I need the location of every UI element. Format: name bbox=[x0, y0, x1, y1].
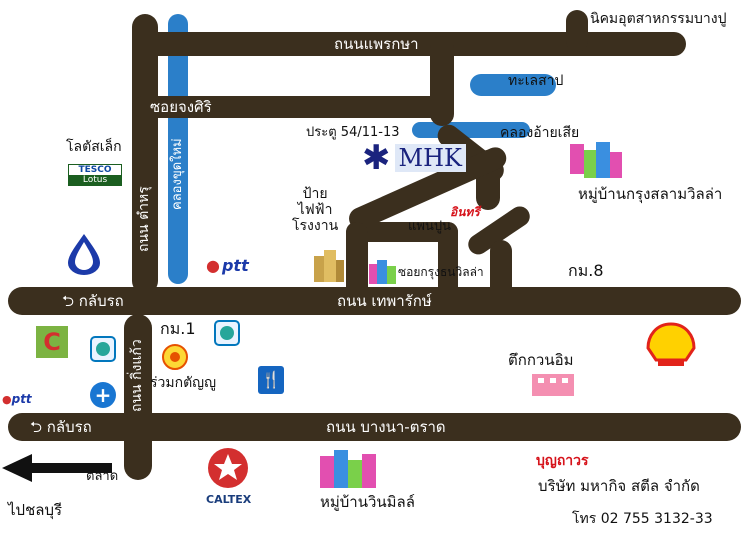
road-label-soi-chongsiri: ซอยจงศิริ bbox=[150, 98, 212, 116]
canal-khlong-chuk-mai bbox=[168, 14, 188, 284]
label-market: ตลาด bbox=[86, 469, 119, 484]
u-turn-icon: ⮌ bbox=[30, 418, 43, 436]
label-khlong-ai-sia: คลองอ้ายเสีย bbox=[500, 125, 580, 141]
building-icon bbox=[318, 448, 380, 492]
label-lotus-small: โลตัสเล็ก bbox=[66, 139, 122, 155]
ptt-logo-left: ● ptt bbox=[2, 392, 32, 406]
road-label-bangna-trat: ถนน บางนา-ตราด bbox=[326, 418, 446, 436]
road-soi-krungthon-upper bbox=[346, 222, 458, 242]
fuel-drop-icon bbox=[66, 232, 102, 276]
road-label-phraeksa: ถนนแพรกษา bbox=[334, 35, 419, 53]
road-bangna-trat bbox=[8, 413, 741, 441]
road-phraeksa bbox=[132, 32, 686, 56]
label-industrial-estate: นิคมอุตสาหกรรมบางปู bbox=[590, 11, 727, 27]
star-marker-icon: ✱ bbox=[362, 138, 391, 178]
label-ruam-katanyu: ร่วมกตัญญู bbox=[150, 375, 217, 391]
label-tuk-kuan-im: ตึกกวนอิม bbox=[508, 351, 574, 369]
label-krung-salam-villa: หมู่บ้านกรุงสลามวิลล่า bbox=[578, 185, 723, 203]
building-icon bbox=[530, 372, 576, 398]
restaurant-icon: 🍴 bbox=[258, 366, 284, 394]
road-label-tamru: ถนน ตำหรุ bbox=[136, 186, 152, 252]
label-win-mill-village: หมู่บ้านวินมิลล์ bbox=[320, 493, 415, 511]
road-soi-krungthon-right bbox=[438, 222, 458, 298]
road-label-king-kaew: ถนน กิ่งแก้ว bbox=[129, 339, 145, 412]
label-km1: กม.1 bbox=[160, 319, 196, 338]
label-km8: กม.8 bbox=[568, 261, 604, 280]
road-king-kaew-vertical bbox=[124, 314, 152, 480]
big-c-logo: C bbox=[36, 326, 68, 358]
mhk-brand: ✱ MHK bbox=[362, 138, 466, 178]
u-turn-icon: ⮌ bbox=[62, 292, 75, 310]
label-soi-krungthon-villa: ซอยกรุงธนวิลล่า bbox=[398, 265, 484, 279]
label-phan-pun: แพนปูน bbox=[408, 219, 451, 234]
road-east-branch-down bbox=[490, 240, 512, 298]
emblem-icon bbox=[162, 344, 188, 370]
road-industrial-spur bbox=[566, 10, 588, 52]
road-soi-krungthon-left bbox=[346, 222, 368, 298]
u-turn-top: ⮌ กลับรถ bbox=[62, 292, 124, 310]
arrow-left-icon bbox=[2, 454, 114, 482]
ptt-logo-top: ● ptt bbox=[206, 256, 249, 275]
canal-label-khlong-chuk-mai: คลองขุดใหม่ bbox=[170, 138, 185, 210]
caltex-logo bbox=[206, 446, 250, 490]
label-inseee: อินทรี bbox=[450, 205, 480, 219]
label-lake: ทะเลสาป bbox=[508, 73, 564, 89]
road-tamru-vertical bbox=[132, 14, 158, 294]
lake bbox=[470, 74, 556, 96]
fuel-drop-icon bbox=[214, 320, 240, 346]
label-gate: ประตู 54/11-13 bbox=[306, 125, 400, 140]
fuel-drop-icon: ● bbox=[206, 256, 220, 275]
building-icon bbox=[368, 258, 398, 284]
label-caltex: CALTEX bbox=[206, 493, 252, 506]
building-icon bbox=[568, 138, 624, 182]
label-boonthavorn: บุญถาวร bbox=[536, 453, 589, 469]
fuel-drop-icon bbox=[90, 336, 116, 362]
label-chonburi: ไปชลบุรี bbox=[8, 501, 63, 519]
building-icon bbox=[310, 246, 346, 282]
fuel-drop-icon: ● bbox=[2, 392, 12, 406]
road-label-thepharak: ถนน เทพารักษ์ bbox=[337, 292, 432, 310]
road-soi-chongsiri bbox=[132, 96, 442, 118]
tesco-lotus-logo: TESCO Lotus bbox=[68, 164, 122, 186]
label-power-station: ป้าย ไฟฟ้า โรงงาน bbox=[292, 186, 339, 235]
shell-logo bbox=[646, 322, 696, 368]
label-phone: โทร 02 755 3132-33 bbox=[572, 511, 713, 527]
label-company: บริษัท มหากิจ สตีล จำกัด bbox=[538, 477, 700, 495]
road-thepharak bbox=[8, 287, 741, 315]
first-aid-icon: + bbox=[90, 382, 116, 408]
road-mhk-access bbox=[430, 36, 454, 126]
u-turn-bottom: ⮌ กลับรถ bbox=[30, 418, 92, 436]
